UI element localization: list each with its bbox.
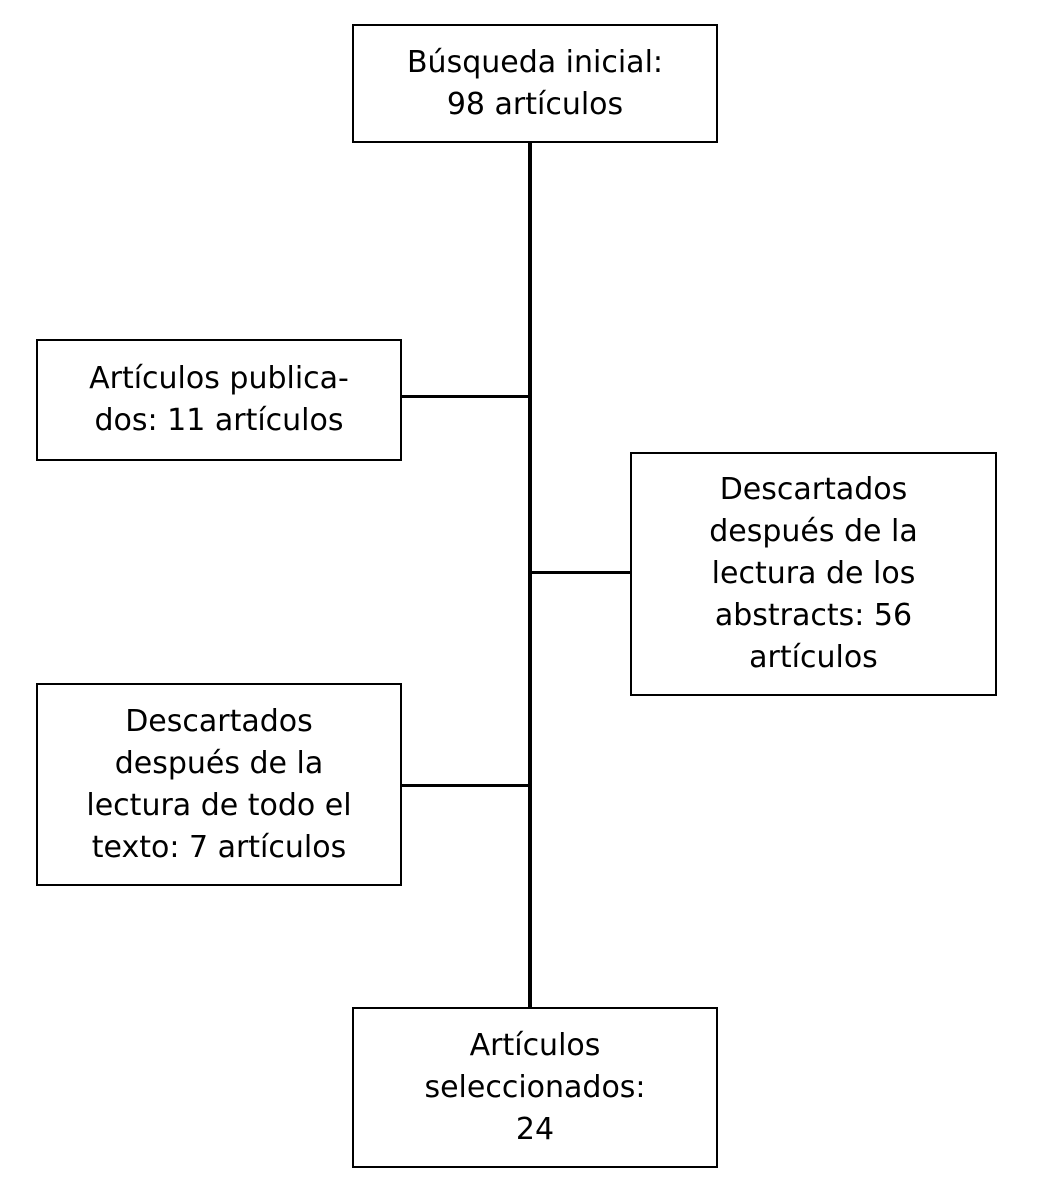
connector-initial-to-published xyxy=(400,395,530,398)
node-published-articles: Artículos publica- dos: 11 artículos xyxy=(36,339,402,461)
connector-initial-to-abstracts xyxy=(530,571,632,574)
node-initial-search: Búsqueda inicial: 98 artículos xyxy=(352,24,718,143)
connector-initial-to-fulltext xyxy=(400,784,530,787)
node-selected-articles: Artículos seleccionados: 24 xyxy=(352,1007,718,1168)
connector-main-trunk xyxy=(528,143,532,1007)
node-discarded-after-fulltext: Descartados después de la lectura de tod… xyxy=(36,683,402,886)
node-discarded-after-abstracts: Descartados después de la lectura de los… xyxy=(630,452,997,696)
